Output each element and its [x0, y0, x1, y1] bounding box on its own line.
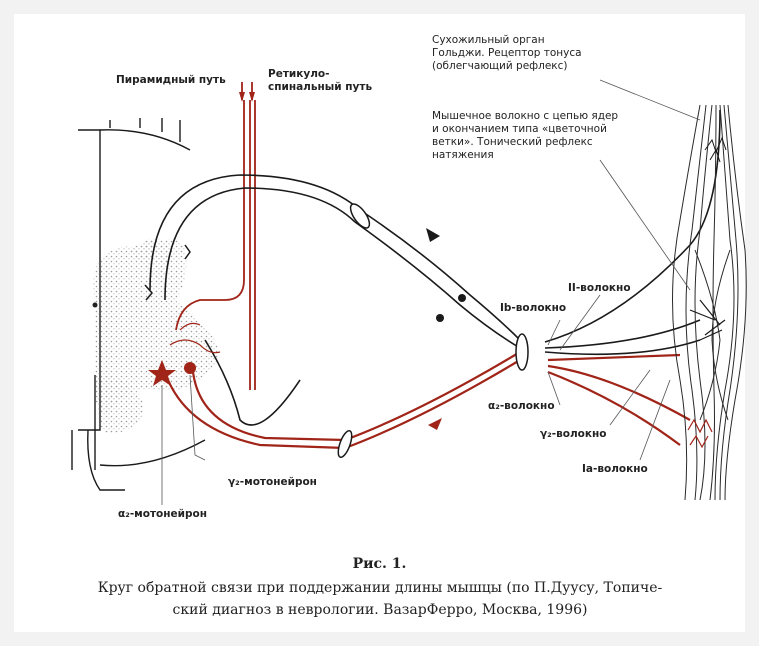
- label-golgi-2: Гольджи. Рецептор тонуса: [432, 47, 582, 60]
- synapses: [436, 294, 466, 322]
- label-alpha2-fiber: α₂-волокно: [488, 400, 555, 413]
- afferent-arrow: [426, 228, 440, 242]
- gamma2-motoneuron-soma: [184, 362, 196, 374]
- label-gamma2-fiber: γ₂-волокно: [540, 428, 606, 441]
- label-gamma2-motoneuron: γ₂-мотонейрон: [228, 476, 317, 489]
- label-reticulospinal-1: Ретикуло-: [268, 68, 330, 81]
- label-ia-fiber: Ia-волокно: [582, 463, 648, 476]
- label-golgi-3: (облегчающий рефлекс): [432, 60, 568, 73]
- label-golgi-1: Сухожильный орган: [432, 34, 545, 47]
- figure-number: Рис. 1.: [0, 556, 759, 572]
- label-ii-fiber: II-волокно: [568, 282, 631, 295]
- label-reticulospinal-2: спинальный путь: [268, 81, 372, 94]
- label-fiber-4: натяжения: [432, 149, 494, 162]
- label-alpha2-motoneuron: α₂-мотонейрон: [118, 508, 207, 521]
- descending-arrows: [239, 92, 255, 102]
- label-fiber-3: ветки». Тонический рефлекс: [432, 136, 593, 149]
- figure-caption: Круг обратной связи при поддержании длин…: [60, 577, 700, 621]
- muscle: [673, 105, 747, 500]
- caption-line-1: Круг обратной связи при поддержании длин…: [60, 577, 700, 599]
- efferent-fibres: [168, 352, 690, 448]
- label-ib-fiber: Ib-волокно: [500, 302, 566, 315]
- central-canal: [93, 303, 98, 308]
- efferent-arrow: [428, 418, 442, 430]
- label-fiber-1: Мышечное волокно с цепью ядер: [432, 110, 618, 123]
- caption-line-2: ский диагноз в неврологии. ВазарФерро, М…: [60, 599, 700, 621]
- label-pyramidal-path: Пирамидный путь: [116, 74, 226, 87]
- annulospiral-ending: [688, 420, 712, 447]
- label-fiber-2: и окончанием типа «цветочной: [432, 123, 607, 136]
